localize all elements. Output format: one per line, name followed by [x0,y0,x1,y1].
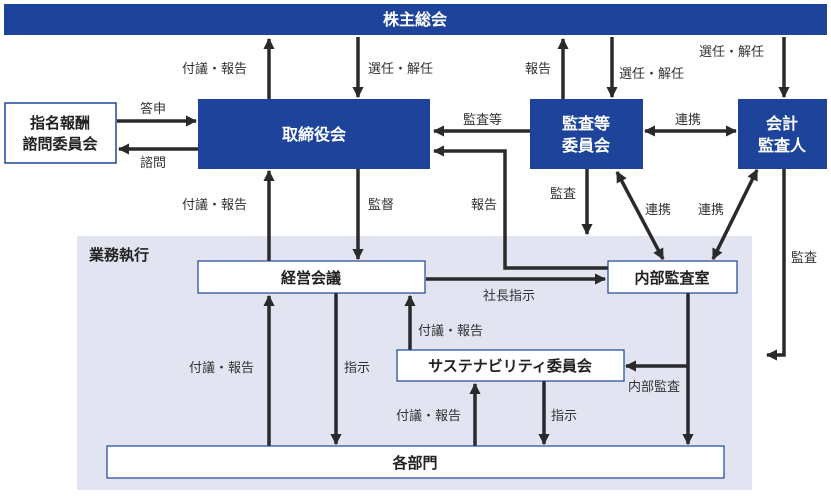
nomination-committee-box [4,102,117,164]
sustainability-committee-label: サステナビリティ委員会 [428,357,592,375]
business-execution-title: 業務執行 [88,246,149,264]
board-label: 取締役会 [282,125,346,144]
label-audit-to-shareholders: 報告 [525,62,551,77]
label-sust-to-mgmt: 付議・報告 [418,324,483,339]
internal-audit-box [607,260,738,294]
label-cooperation-accountant-internal: 連携 [698,202,724,218]
label-audit-etc: 監査等 [463,112,502,128]
label-president-instruction: 社長指示 [483,288,535,304]
board-box [198,99,430,169]
label-audit-down: 監査 [550,186,576,202]
label-shareholders-to-board: 選任・解任 [368,62,433,77]
audit-committee-label-1: 監査等 [562,114,610,133]
arrow-cooperation-accountant-internal [711,168,759,261]
label-shareholders-to-accountant: 選任・解任 [699,45,764,60]
label-mgmt-instruction: 指示 [344,361,370,376]
label-internal-to-board: 報告 [471,198,497,213]
label-answer: 答申 [140,101,166,117]
audit-committee-box [530,99,643,169]
label-internal-audit: 内部監査 [628,379,680,395]
label-inquiry: 諮問 [140,156,166,171]
arrow-accountant-audit [765,169,786,361]
label-accountant-audit: 監査 [791,250,817,266]
accounting-auditor-label-1: 会計 [766,114,798,133]
accounting-auditor-label-2: 監査人 [758,136,807,155]
label-mgmt-to-board: 付議・報告 [182,198,247,213]
label-cooperation-top: 連携 [675,112,701,128]
label-dept-to-mgmt: 付議・報告 [189,361,254,376]
accounting-auditor-box [738,99,827,169]
label-dept-to-sust: 付議・報告 [396,409,461,424]
nomination-committee-label-1: 指名報酬 [30,114,90,132]
departments-box [106,445,725,479]
audit-committee-label-2: 委員会 [561,136,610,155]
sustainability-committee-box [396,349,625,382]
departments-label: 各部門 [391,454,437,472]
shareholders-box [4,4,827,35]
arrow-cooperation-audit-internal [615,171,665,260]
label-shareholders-to-audit: 選任・解任 [619,67,684,82]
shareholders-label: 株主総会 [383,10,447,29]
label-supervision: 監督 [368,197,394,213]
internal-audit-label: 内部監査室 [634,269,709,287]
label-sust-instruction: 指示 [551,409,577,424]
label-cooperation-audit-internal: 連携 [645,202,671,218]
nomination-committee-label-2: 諮問委員会 [22,135,97,153]
management-meeting-label: 経営会議 [281,269,341,287]
edge-labels: 付議・報告 選任・解任 報告 選任・解任 選任・解任 答申 諮問 監査等 連携 … [140,45,817,424]
label-board-to-shareholders: 付議・報告 [182,62,247,77]
arrow-internal-to-board [432,145,608,270]
management-meeting-box [197,260,426,294]
connectors [117,37,790,446]
